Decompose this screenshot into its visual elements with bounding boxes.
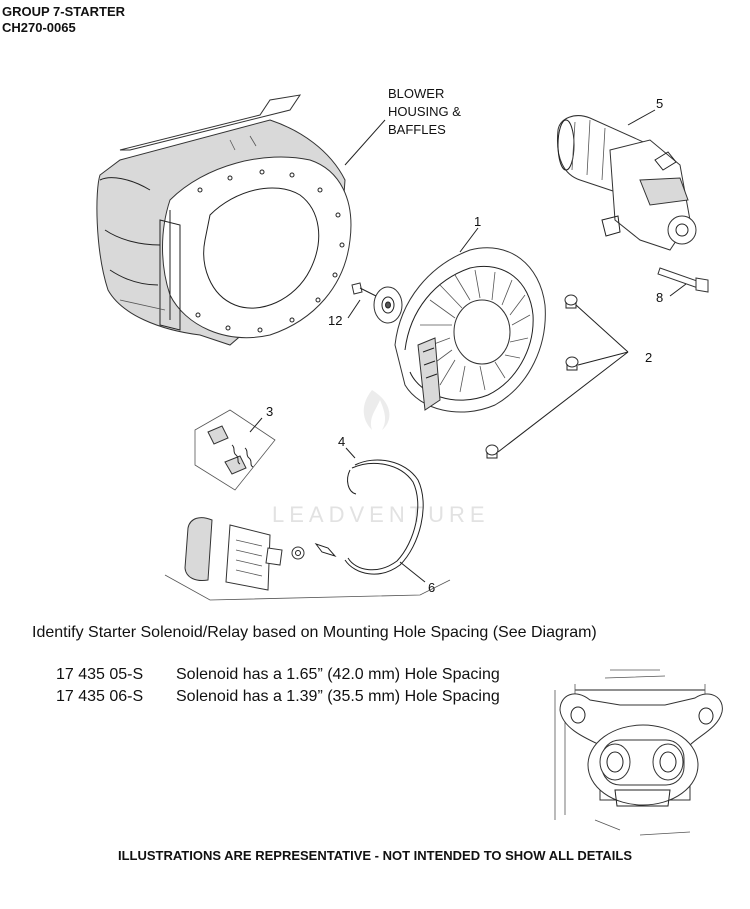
callout-1: 1 xyxy=(474,214,481,229)
callout-3: 3 xyxy=(266,404,273,419)
callout-6: 6 xyxy=(428,580,435,595)
leader-2c xyxy=(497,351,629,453)
kit-bracket-line xyxy=(164,574,451,601)
starter-bolt xyxy=(657,267,709,293)
callout-blower-2: HOUSING & xyxy=(388,104,461,119)
footer-disclaimer: ILLUSTRATIONS ARE REPRESENTATIVE - NOT I… xyxy=(118,848,632,863)
mounting-screws xyxy=(485,294,579,459)
solenoid-description: Solenoid has a 1.39” (35.5 mm) Hole Spac… xyxy=(176,688,500,705)
starter-motor xyxy=(556,115,697,251)
callout-blower-1: BLOWER xyxy=(388,86,444,101)
leader-3 xyxy=(249,417,263,433)
pawl-kit xyxy=(194,409,276,491)
diagram-code: CH270-0065 xyxy=(2,20,76,35)
leader-8 xyxy=(669,283,687,297)
callout-5: 5 xyxy=(656,96,663,111)
leader-2a xyxy=(575,304,629,353)
recoil-spring-rope xyxy=(291,459,424,575)
leader-blower xyxy=(344,119,386,166)
callout-4: 4 xyxy=(338,434,345,449)
recoil-starter-housing xyxy=(394,247,546,413)
watermark-text: LEADVENTURE xyxy=(272,502,490,527)
solenoid-part-number: 17 435 05-S xyxy=(56,666,144,683)
callout-blower-3: BAFFLES xyxy=(388,122,446,137)
solenoid-hole-spacing-diagram xyxy=(554,669,723,836)
solenoid-description: Solenoid has a 1.65” (42.0 mm) Hole Spac… xyxy=(176,666,500,683)
leader-2b xyxy=(577,351,629,366)
callout-8: 8 xyxy=(656,290,663,305)
leader-6 xyxy=(399,561,426,583)
pulley-hub-and-screw xyxy=(351,282,403,324)
leader-1 xyxy=(459,227,479,253)
watermark: LEADVENTURE xyxy=(272,390,490,527)
blower-housing xyxy=(96,94,352,346)
leader-12 xyxy=(347,299,361,319)
solenoid-part-number: 17 435 06-S xyxy=(56,688,144,705)
leader-5 xyxy=(627,109,656,126)
page-title: GROUP 7-STARTER xyxy=(2,4,126,19)
callout-12: 12 xyxy=(328,313,342,328)
callout-2: 2 xyxy=(645,350,652,365)
leader-4 xyxy=(345,447,356,459)
identification-note: Identify Starter Solenoid/Relay based on… xyxy=(32,624,597,641)
starter-handle xyxy=(184,517,283,591)
